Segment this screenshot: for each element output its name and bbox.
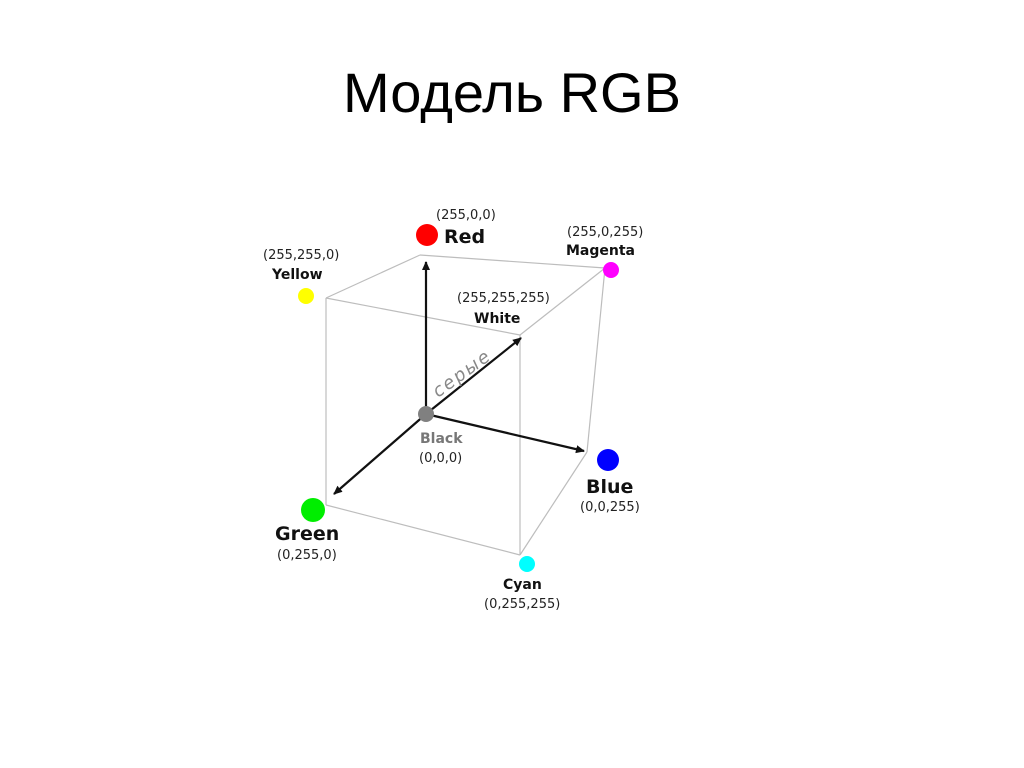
magenta-dot: [603, 262, 619, 278]
black-code: (0,0,0): [419, 451, 462, 466]
green-name: Green: [275, 523, 339, 545]
white-code: (255,255,255): [457, 291, 550, 306]
magenta-code: (255,0,255): [567, 225, 643, 240]
cyan-name: Cyan: [503, 577, 542, 593]
blue-code: (0,0,255): [580, 500, 640, 515]
green-axis-arrow: [333, 413, 427, 495]
magenta-name: Magenta: [566, 243, 635, 259]
blue-dot: [597, 449, 619, 471]
cyan-code: (0,255,255): [484, 597, 560, 612]
gray-diagonal-label: серые: [429, 345, 496, 402]
page-title: Модель RGB: [343, 61, 681, 124]
blue-axis-arrow: [425, 412, 585, 454]
axis-arrows: [333, 261, 585, 495]
black-name: Black: [420, 431, 463, 447]
red-name: Red: [444, 226, 485, 248]
green-dot: [301, 498, 325, 522]
cube-edges: [325, 254, 606, 556]
red-code: (255,0,0): [436, 208, 496, 223]
cyan-dot: [519, 556, 535, 572]
black-dot: [418, 406, 434, 422]
blue-name: Blue: [586, 476, 633, 498]
vertex-dots: [298, 224, 619, 572]
white-name: White: [474, 311, 520, 327]
green-code: (0,255,0): [277, 548, 337, 563]
yellow-code: (255,255,0): [263, 248, 339, 263]
yellow-dot: [298, 288, 314, 304]
red-dot: [416, 224, 438, 246]
gray-diagonal-arrow: [425, 337, 522, 415]
yellow-name: Yellow: [271, 267, 323, 283]
